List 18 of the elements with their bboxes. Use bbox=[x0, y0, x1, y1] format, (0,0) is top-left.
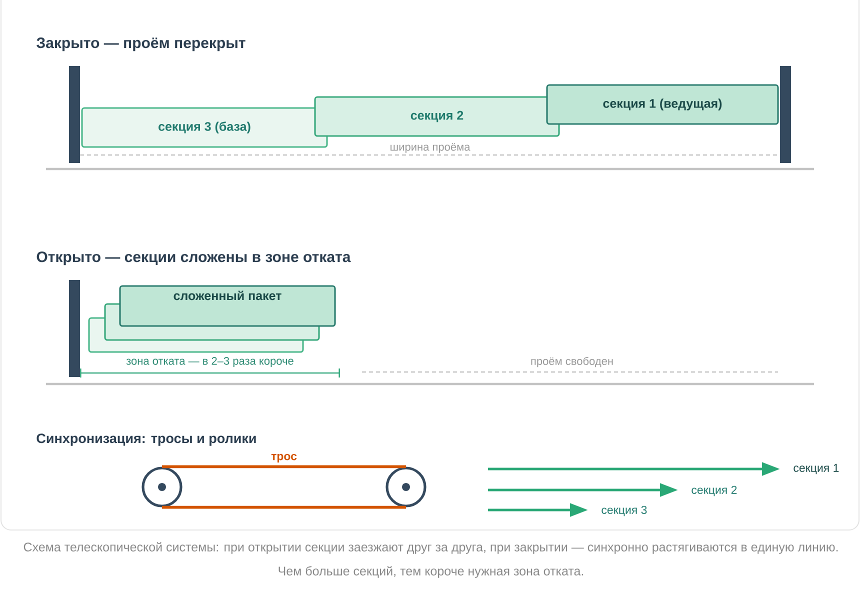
dimension-label: проём свободен bbox=[531, 356, 613, 368]
roller bbox=[386, 466, 426, 508]
roller bbox=[142, 466, 182, 508]
section-box: секция 3 (база) bbox=[81, 107, 328, 148]
section-box: сложенный пакет bbox=[119, 285, 336, 327]
arrow-label: секция 2 bbox=[692, 486, 737, 496]
cable-line bbox=[162, 465, 406, 468]
edge-label: трос bbox=[271, 454, 297, 462]
dimension-label: зона отката — в 2–3 раза короче bbox=[126, 357, 294, 367]
section-heading: Закрыто — проём перекрыт bbox=[36, 38, 246, 52]
caption: Схема телескопической системы: при открытии секции заезжают друг за друга, при закрытии — синхронно растягиваются в единую линию. Чем больше секций, тем короче нужная зона отката. bbox=[24, 542, 838, 578]
arrow-label: секция 1 bbox=[794, 464, 839, 474]
section-heading: Открыто — секции сложены в зоне отката bbox=[36, 252, 351, 266]
cable-line bbox=[162, 506, 406, 509]
section-box: секция 2 bbox=[314, 96, 560, 137]
section-box: секция 1 (ведущая) bbox=[546, 84, 779, 125]
arrow-label: секция 3 bbox=[602, 506, 647, 516]
section-heading: Синхронизация: тросы и ролики bbox=[36, 434, 256, 446]
